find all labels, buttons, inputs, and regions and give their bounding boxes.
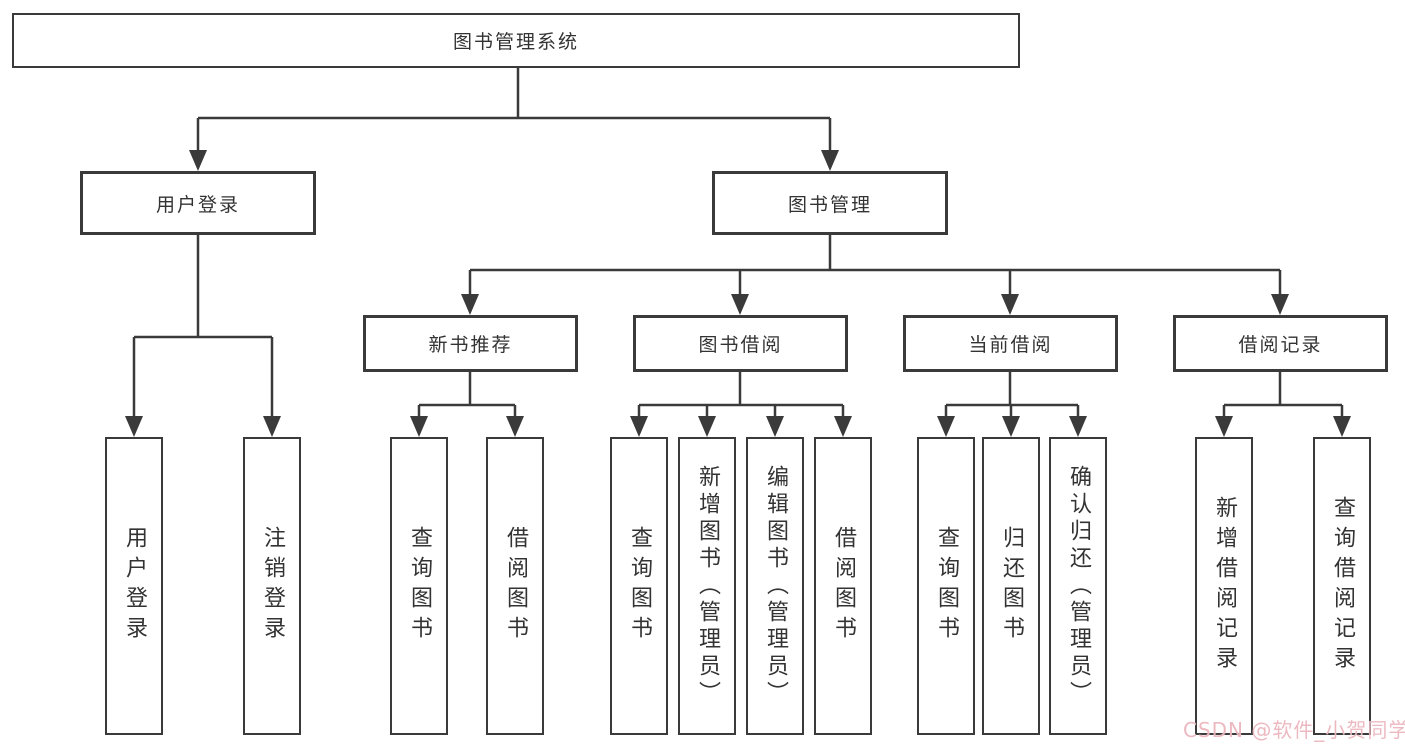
leaf-label: 注销登录 [260, 526, 285, 646]
node-current-borrowing: 当前借阅 [903, 315, 1118, 372]
node-book-management: 图书管理 [712, 171, 948, 235]
leaf-label: 确认归还（管理员） [1066, 464, 1091, 708]
leaf-query-books-borrow: 查询图书 [610, 437, 668, 735]
leaf-label: 新增图书（管理员） [695, 464, 720, 708]
node-new-book-recommendation: 新书推荐 [363, 315, 578, 372]
leaf-logout: 注销登录 [243, 437, 301, 735]
node-label: 借阅记录 [1238, 334, 1323, 356]
node-label: 新书推荐 [428, 334, 513, 356]
node-label: 当前借阅 [968, 334, 1053, 356]
leaf-user-login: 用户登录 [105, 437, 163, 735]
leaf-return-books: 归还图书 [982, 437, 1040, 735]
leaf-query-books-recommend: 查询图书 [390, 437, 448, 735]
node-borrowing-records: 借阅记录 [1173, 315, 1388, 372]
node-label: 图书管理系统 [452, 31, 579, 53]
leaf-label: 查询图书 [934, 526, 959, 646]
leaf-label: 用户登录 [122, 526, 147, 646]
leaf-add-borrow-record: 新增借阅记录 [1195, 437, 1253, 735]
leaf-query-books-current: 查询图书 [917, 437, 975, 735]
leaf-borrow-books: 借阅图书 [814, 437, 872, 735]
leaf-label: 借阅图书 [503, 526, 528, 646]
leaf-add-books-admin: 新增图书（管理员） [678, 437, 736, 735]
leaf-label: 查询图书 [627, 526, 652, 646]
leaf-label: 编辑图书（管理员） [763, 464, 788, 708]
leaf-label: 查询借阅记录 [1330, 496, 1355, 676]
leaf-label: 查询图书 [407, 526, 432, 646]
leaf-label: 借阅图书 [831, 526, 856, 646]
leaf-borrow-books-recommend: 借阅图书 [486, 437, 544, 735]
leaf-label: 新增借阅记录 [1212, 496, 1237, 676]
leaf-edit-books-admin: 编辑图书（管理员） [746, 437, 804, 735]
leaf-label: 归还图书 [999, 526, 1024, 646]
node-user-login: 用户登录 [80, 171, 316, 235]
leaf-confirm-return-admin: 确认归还（管理员） [1049, 437, 1107, 735]
node-label: 图书管理 [787, 193, 872, 216]
node-library-management-system: 图书管理系统 [12, 13, 1020, 68]
leaf-query-borrow-record: 查询借阅记录 [1313, 437, 1371, 735]
node-label: 用户登录 [155, 193, 240, 216]
connector-paths [132, 67, 1344, 418]
node-book-borrowing: 图书借阅 [633, 315, 848, 372]
csdn-watermark: CSDN @软件_小贺同学 [1183, 718, 1405, 742]
node-label: 图书借阅 [698, 334, 783, 356]
